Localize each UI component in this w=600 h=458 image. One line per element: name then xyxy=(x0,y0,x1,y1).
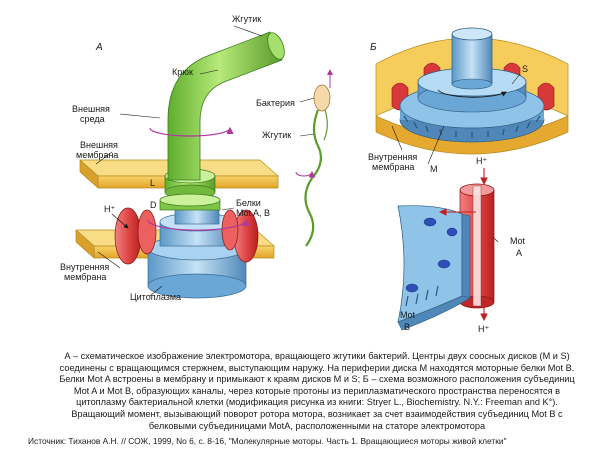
rotor-rod xyxy=(451,27,493,90)
label-flagellum-small: Жгутик xyxy=(262,130,291,140)
label-d-ring: D xyxy=(150,200,157,210)
label-mot-b-1: Mot xyxy=(400,310,416,320)
label-outer-medium-2: среда xyxy=(80,114,105,124)
proton-path xyxy=(438,168,488,322)
label-mot-a-1: Mot xyxy=(510,236,526,246)
panel-a: A xyxy=(60,14,333,302)
label-mot-b-2: B xyxy=(404,322,410,332)
label-proton-bottom: H⁺ xyxy=(478,324,489,334)
figure-source: Источник: Тиханов А.Н. // СОЖ, 1999, No … xyxy=(28,436,507,446)
label-disk-s: S xyxy=(522,64,528,74)
label-hook: Крюк xyxy=(172,67,193,77)
label-flagellum-top: Жгутик xyxy=(232,14,261,24)
mot-b-rotor-sector xyxy=(397,205,471,331)
panel-a-leaders xyxy=(95,25,315,297)
label-inner-membrane-1: Внутренняя xyxy=(60,262,109,272)
panel-b-letter: Б xyxy=(370,42,377,53)
label-inner-membrane-2: мембрана xyxy=(64,272,106,282)
label-proton-a: H⁺ xyxy=(104,204,115,214)
label-cytoplasm: Цитоплазма xyxy=(130,292,181,302)
label-outer-medium-1: Внешняя xyxy=(72,104,110,114)
label-disk-m: M xyxy=(430,164,438,174)
l-d-rings xyxy=(159,168,221,211)
panel-a-letter: A xyxy=(95,42,103,53)
panel-b: Б xyxy=(368,27,569,334)
rotation-arrows xyxy=(147,126,250,231)
label-bacterium: Бактерия xyxy=(256,98,295,108)
figure-caption: А – схематическое изображение электромот… xyxy=(59,351,575,431)
bacterium-inset xyxy=(295,69,333,247)
label-b-inner-membrane-2: мембрана xyxy=(372,162,414,172)
label-proton-top: H⁺ xyxy=(476,156,487,166)
small-flagellum xyxy=(304,109,323,247)
label-b-inner-membrane-1: Внутренняя xyxy=(368,152,417,162)
label-outer-membrane-2: мембрана xyxy=(76,150,118,160)
label-proteins-1: Белки xyxy=(236,198,261,208)
flagellum xyxy=(167,31,285,181)
label-mot-a-2: A xyxy=(516,248,522,258)
panel-b-rotation-arrow xyxy=(437,89,507,98)
label-l-ring: L xyxy=(150,178,155,188)
label-proteins-2: Mot A, B xyxy=(236,208,270,218)
label-outer-membrane-1: Внешняя xyxy=(80,140,118,150)
proton-arrow-a xyxy=(111,213,129,229)
